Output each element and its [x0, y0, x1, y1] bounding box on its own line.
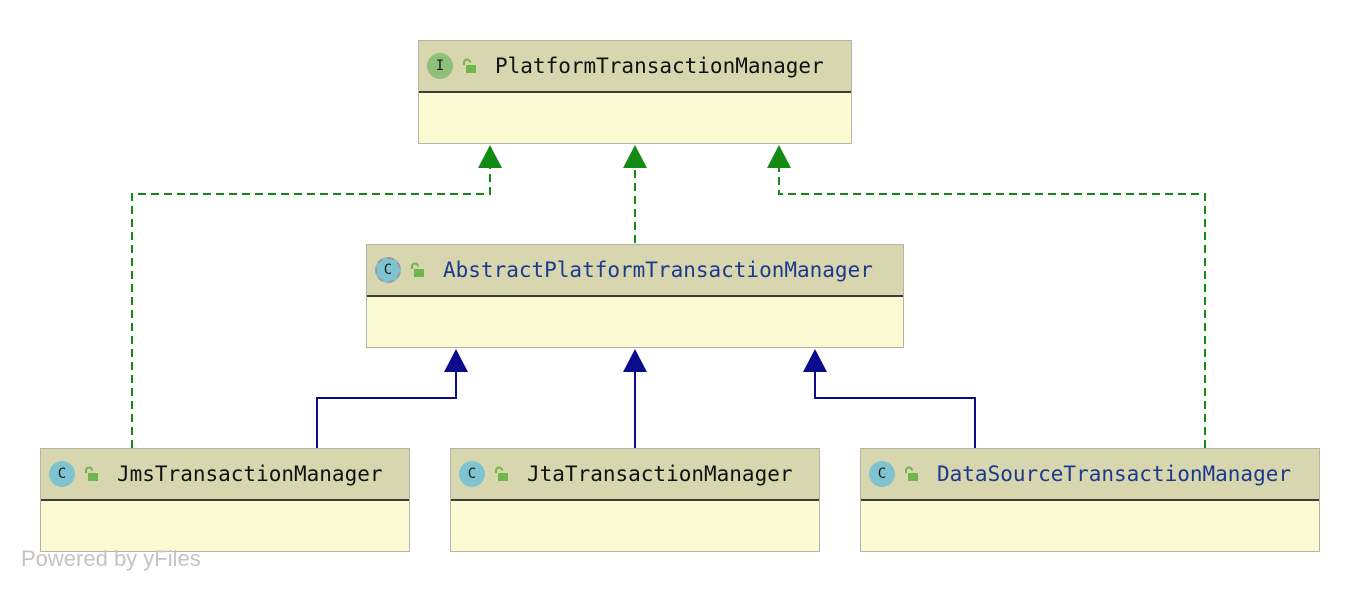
node-header: I PlatformTransactionManager: [419, 41, 851, 93]
public-lock-icon: [495, 466, 508, 481]
class-icon: C: [459, 461, 485, 487]
implements-arrowheads: [478, 145, 791, 168]
node-title: AbstractPlatformTransactionManager: [443, 258, 873, 282]
public-lock-icon: [905, 466, 918, 481]
node-header: C DataSourceTransactionManager: [861, 449, 1319, 501]
public-lock-icon: [463, 58, 476, 73]
node-title: PlatformTransactionManager: [495, 54, 824, 78]
edge-jms-extends-abstract: [316, 372, 457, 448]
public-lock-icon: [411, 262, 424, 277]
implements-edges: [131, 168, 1206, 448]
arrowhead-jms-abstract: [444, 349, 468, 372]
arrowhead-abstract-platform: [623, 145, 647, 168]
node-title: JmsTransactionManager: [117, 462, 383, 486]
node-datasource-transaction-manager[interactable]: C DataSourceTransactionManager: [860, 448, 1320, 552]
extends-edges: [316, 372, 976, 448]
extends-arrowheads: [444, 349, 827, 372]
interface-icon: I: [427, 53, 453, 79]
node-header: C JmsTransactionManager: [41, 449, 409, 501]
edge-datasource-extends-abstract: [814, 372, 976, 448]
node-jta-transaction-manager[interactable]: C JtaTransactionManager: [450, 448, 820, 552]
watermark: Powered by yFiles: [21, 546, 201, 571]
arrowhead-datasource-abstract: [803, 349, 827, 372]
node-title: DataSourceTransactionManager: [937, 462, 1292, 486]
arrowhead-datasource-platform: [767, 145, 791, 168]
class-icon: C: [49, 461, 75, 487]
edge-jms-implements-platform: [131, 168, 491, 448]
edge-datasource-implements-platform: [778, 168, 1206, 448]
node-title: JtaTransactionManager: [527, 462, 793, 486]
abstract-class-icon: C: [375, 257, 401, 283]
node-platform-transaction-manager[interactable]: I PlatformTransactionManager: [418, 40, 852, 144]
class-icon: C: [869, 461, 895, 487]
arrowhead-jms-platform: [478, 145, 502, 168]
node-header: C AbstractPlatformTransactionManager: [367, 245, 903, 297]
public-lock-icon: [85, 466, 98, 481]
node-header: C JtaTransactionManager: [451, 449, 819, 501]
arrowhead-jta-abstract: [623, 349, 647, 372]
node-abstract-platform-transaction-manager[interactable]: C AbstractPlatformTransactionManager: [366, 244, 904, 348]
node-jms-transaction-manager[interactable]: C JmsTransactionManager: [40, 448, 410, 552]
